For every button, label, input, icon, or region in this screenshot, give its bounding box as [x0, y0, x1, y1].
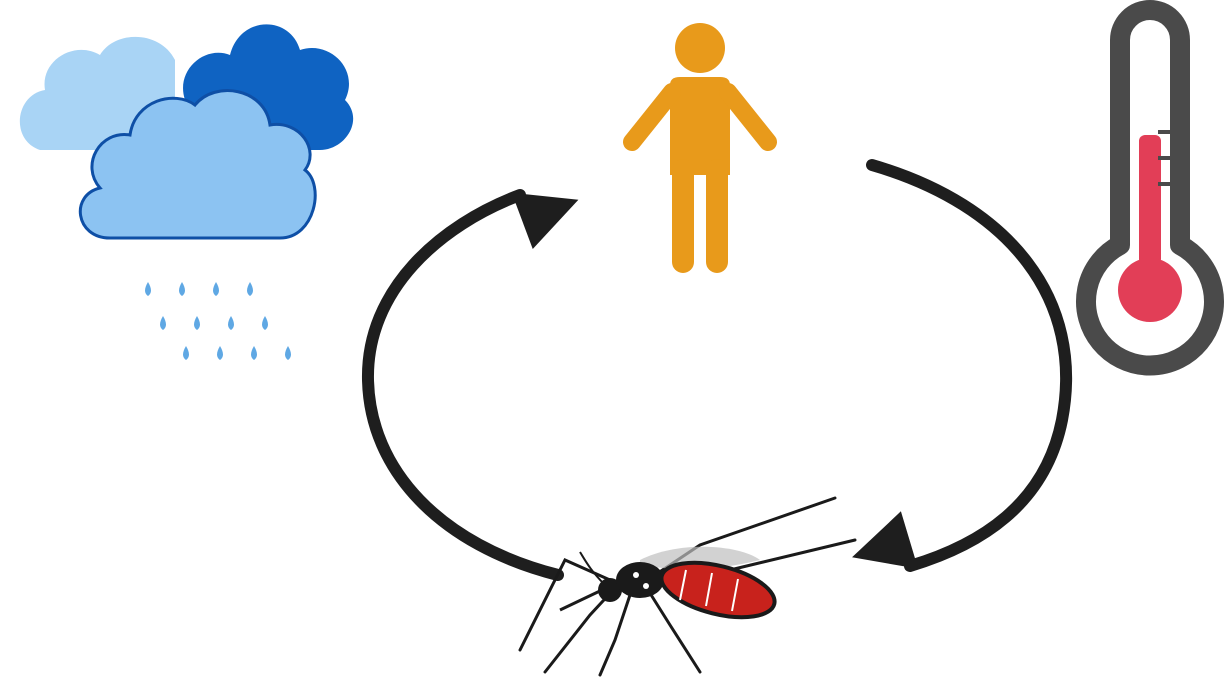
raindrop [251, 346, 257, 360]
person-left-arm [632, 92, 672, 142]
mosquito-thorax-spot [633, 572, 639, 578]
mosquito-thorax [616, 562, 664, 598]
person-head [675, 23, 725, 73]
rain-cloud-icon [20, 24, 353, 360]
raindrop [179, 282, 185, 296]
thermometer-icon [1086, 10, 1214, 366]
arrow-mosquito-to-human [368, 195, 558, 575]
thermometer-mercury-column [1139, 135, 1161, 265]
mosquito-thorax-spot [643, 583, 649, 589]
raindrop [217, 346, 223, 360]
person-icon [632, 23, 768, 262]
raindrop [228, 316, 234, 330]
raindrops [145, 282, 291, 360]
raindrop [262, 316, 268, 330]
raindrop [183, 346, 189, 360]
raindrop [194, 316, 200, 330]
raindrop [213, 282, 219, 296]
mosquito-leg [600, 595, 630, 675]
thermometer-bulb [1118, 258, 1182, 322]
person-right-arm [728, 92, 768, 142]
raindrop [160, 316, 166, 330]
arrow-human-to-mosquito [872, 165, 1066, 566]
mosquito-icon [520, 498, 855, 675]
raindrop [247, 282, 253, 296]
raindrop [145, 282, 151, 296]
raindrop [285, 346, 291, 360]
